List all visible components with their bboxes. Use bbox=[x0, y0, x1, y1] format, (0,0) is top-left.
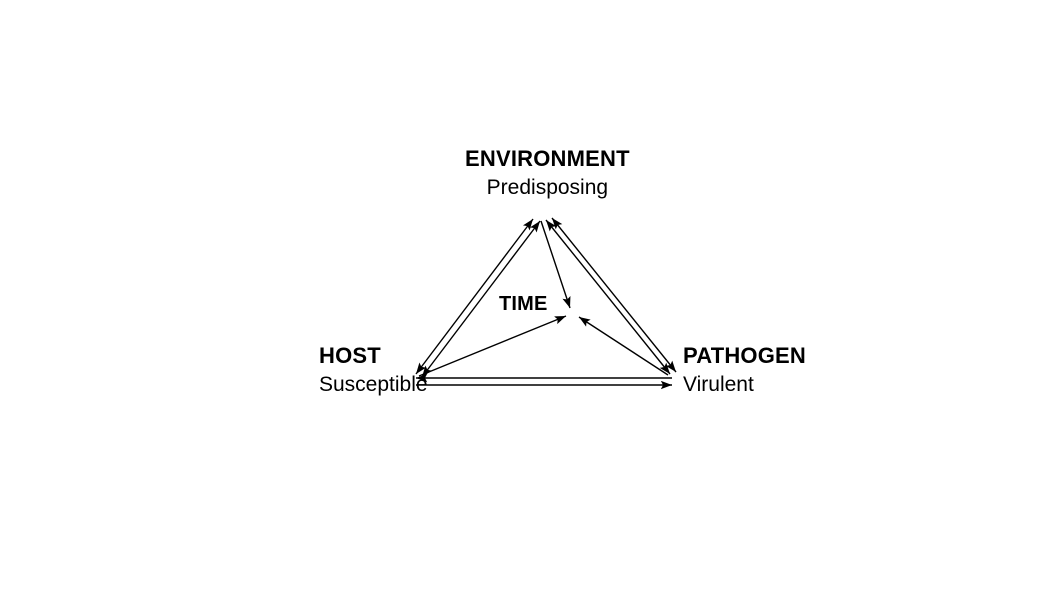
node-title-host: HOST bbox=[319, 343, 381, 368]
node-subtitle-environment: Predisposing bbox=[486, 176, 609, 199]
node-label-time: TIME bbox=[499, 294, 548, 314]
edge-pathogen-time bbox=[578, 316, 669, 376]
node-title-time: TIME bbox=[499, 293, 548, 315]
node-title-environment: ENVIRONMENT bbox=[465, 146, 630, 171]
edge-host-time bbox=[418, 315, 567, 377]
node-subtitle-host: Susceptible bbox=[319, 373, 428, 396]
edge-environment-time bbox=[540, 220, 571, 309]
node-label-host: HOST Susceptible bbox=[319, 343, 428, 396]
node-title-pathogen: PATHOGEN bbox=[683, 343, 807, 368]
edge-environment-pathogen bbox=[545, 217, 677, 375]
node-subtitle-pathogen: Virulent bbox=[683, 373, 754, 396]
edge-host-pathogen bbox=[416, 373, 672, 390]
edge-host-environment bbox=[415, 218, 541, 378]
node-label-pathogen: PATHOGEN Virulent bbox=[683, 343, 807, 396]
node-label-environment: ENVIRONMENT Predisposing bbox=[465, 146, 630, 199]
